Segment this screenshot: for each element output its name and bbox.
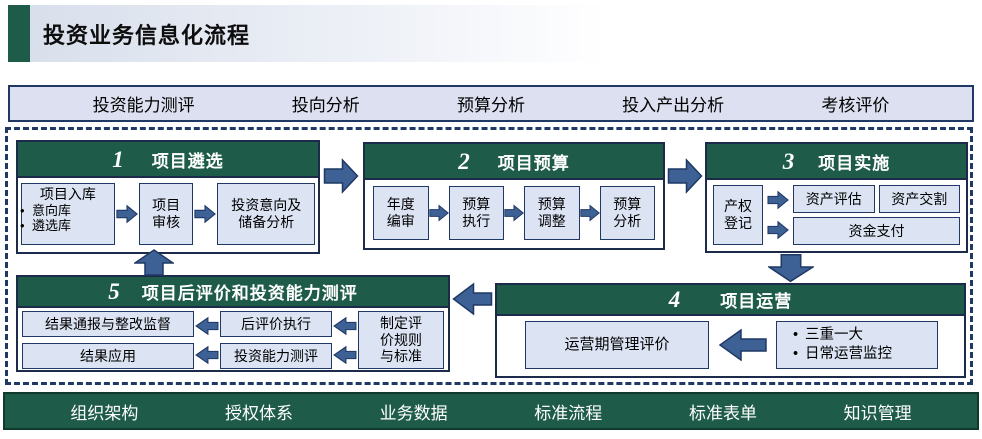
step1-to-step2-arrow-right-icon — [323, 158, 359, 199]
box-post-evaluation-execution: 后评价执行 — [220, 311, 332, 337]
capability-item-io-analysis: 投入产出分析 — [622, 96, 725, 115]
step5-middle-column: 后评价执行 投资能力测评 — [220, 311, 332, 369]
capability-item-assessment: 考核评价 — [821, 96, 890, 115]
step5-title: 项目后评价和投资能力测评 — [141, 284, 358, 303]
foundation-item-business-data: 业务数据 — [379, 403, 448, 423]
foundation-item-knowledge-mgmt: 知识管理 — [843, 403, 912, 423]
box-result-notification: 结果通报与整改监督 — [22, 311, 194, 337]
box-result-application: 结果应用 — [22, 343, 194, 369]
arrow-right-icon — [504, 202, 524, 224]
intake-bullet-selection: 遴选库 — [16, 218, 120, 234]
step3-number: 3 — [782, 148, 795, 174]
foundation-item-org-structure: 组织架构 — [70, 403, 139, 423]
box-project-intake: 项目入库 意向库 遴选库 — [20, 183, 115, 245]
capability-item-budget-analysis: 预算分析 — [456, 96, 525, 115]
box-budget-execution: 预算执行 — [448, 186, 504, 240]
box-investment-ability-test: 投资能力测评 — [220, 343, 332, 369]
flow-container: 1 项目遴选 项目入库 意向库 遴选库 项目审核 投资意向及储备分析 — [5, 127, 973, 385]
arrow-right-icon — [766, 220, 790, 240]
step3-to-step4-arrow-down-icon — [766, 253, 816, 288]
step2-title: 项目预算 — [497, 153, 570, 173]
capability-item-ability-test: 投资能力测评 — [92, 96, 195, 115]
box-asset-evaluation: 资产评估 — [793, 185, 875, 213]
box-project-review: 项目审核 — [138, 183, 194, 245]
step1-title: 项目遴选 — [151, 151, 224, 171]
step5-header: 5 项目后评价和投资能力测评 — [18, 277, 448, 308]
step2-to-step3-arrow-right-icon — [667, 158, 703, 199]
arrow-left-icon — [195, 345, 219, 365]
intake-bullet-intention: 意向库 — [16, 203, 120, 219]
step5-number: 5 — [108, 279, 120, 304]
title-band: 投资业务信息化流程 — [8, 5, 974, 62]
step4-body: 运营期管理评价 三重一大 日常运营监控 — [497, 316, 964, 374]
foundation-item-standard-process: 标准流程 — [534, 403, 603, 423]
step5-to-step1-arrow-up-icon — [132, 249, 176, 281]
arrow-left-icon — [333, 345, 357, 365]
step2-body: 年度编审 预算执行 预算调整 预算分析 — [365, 180, 663, 246]
foundation-bar: 组织架构 授权体系 业务数据 标准流程 标准表单 知识管理 — [3, 392, 979, 430]
step2-number: 2 — [458, 148, 470, 174]
step5-left-column: 结果通报与整改监督 结果应用 — [22, 311, 194, 369]
step1-project-selection: 1 项目遴选 项目入库 意向库 遴选库 项目审核 投资意向及储备分析 — [16, 140, 320, 254]
operation-bullet-three-major: 三重一大 — [789, 327, 925, 344]
arrow-right-icon — [579, 202, 600, 224]
capability-bar: 投资能力测评 投向分析 预算分析 投入产出分析 考核评价 — [8, 85, 974, 122]
step1-body: 项目入库 意向库 遴选库 项目审核 投资意向及储备分析 — [18, 178, 318, 250]
box-evaluation-rules: 制定评价规则与标准 — [358, 311, 444, 369]
step4-header: 4 项目运营 — [497, 285, 964, 316]
box-operation-period-evaluation: 运营期管理评价 — [525, 321, 709, 369]
step4-title: 项目运营 — [720, 292, 793, 311]
arrow-left-icon — [333, 316, 357, 336]
title-accent-bar — [8, 5, 30, 62]
step5-arrow-column-1 — [195, 311, 219, 369]
foundation-item-standard-forms: 标准表单 — [688, 403, 757, 423]
box-asset-delivery: 资产交割 — [878, 185, 960, 213]
step1-number: 1 — [112, 146, 124, 172]
arrow-right-icon — [766, 190, 790, 210]
step3-arrow-column — [766, 185, 790, 245]
page-title: 投资业务信息化流程 — [43, 22, 251, 48]
capability-item-direction-analysis: 投向分析 — [291, 96, 360, 115]
step4-number: 4 — [668, 287, 681, 312]
arrow-right-icon — [194, 203, 217, 225]
arrow-left-icon — [718, 329, 768, 361]
step3-right-column: 资产评估 资产交割 资金支付 — [793, 185, 960, 245]
step3-project-implementation: 3 项目实施 产权登记 资产评估 — [705, 142, 968, 253]
step5-body: 结果通报与整改监督 结果应用 后评价执行 投资能力测评 — [18, 308, 448, 372]
box-property-registration: 产权登记 — [713, 185, 763, 245]
box-intention-reserve-analysis: 投资意向及储备分析 — [217, 183, 315, 245]
box-project-intake-title: 项目入库 — [39, 186, 96, 202]
step3-header: 3 项目实施 — [707, 144, 966, 180]
box-budget-analysis: 预算分析 — [599, 186, 655, 240]
step3-title: 项目实施 — [818, 153, 891, 173]
foundation-item-authorization: 授权体系 — [224, 403, 293, 423]
step2-project-budget: 2 项目预算 年度编审 预算执行 预算调整 预算分析 — [363, 142, 665, 250]
step5-arrow-column-2 — [333, 311, 357, 369]
box-annual-review: 年度编审 — [373, 186, 429, 240]
step4-to-step5-arrow-left-icon — [451, 282, 494, 321]
step3-body: 产权登记 资产评估 资产交割 — [707, 180, 966, 250]
step4-project-operation: 4 项目运营 运营期管理评价 三重一大 日常运营监控 — [495, 283, 966, 378]
arrow-right-icon — [428, 202, 449, 224]
box-operation-monitoring: 三重一大 日常运营监控 — [776, 321, 938, 369]
box-fund-payment: 资金支付 — [793, 217, 960, 245]
arrow-left-icon — [195, 316, 219, 336]
step2-header: 2 项目预算 — [365, 144, 663, 180]
step1-header: 1 项目遴选 — [18, 142, 318, 178]
step5-post-evaluation: 5 项目后评价和投资能力测评 结果通报与整改监督 结果应用 — [16, 275, 450, 372]
box-budget-adjustment: 预算调整 — [524, 186, 580, 240]
operation-bullet-daily-monitoring: 日常运营监控 — [789, 346, 925, 363]
